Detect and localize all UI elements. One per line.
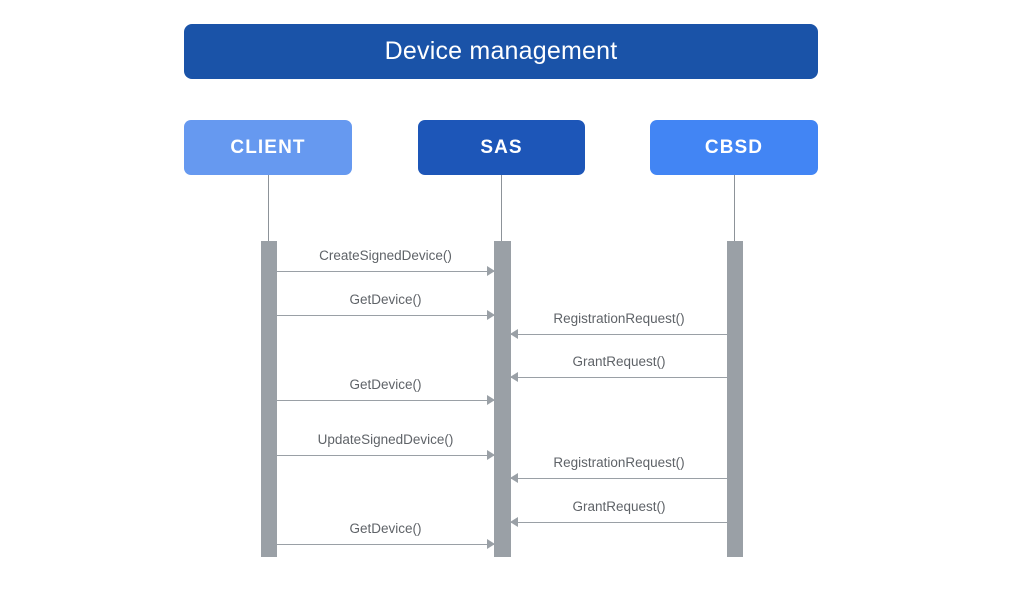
participant-box-sas[interactable]: SAS xyxy=(418,120,585,175)
participant-label: CBSD xyxy=(704,137,764,158)
arrow-head-icon xyxy=(510,473,518,483)
message-line xyxy=(511,522,727,523)
message-1: CreateSignedDevice() xyxy=(277,247,495,281)
page-title: Device management xyxy=(384,37,618,65)
lifeline-sas xyxy=(501,175,502,241)
lifeline-cbsd xyxy=(734,175,735,241)
participant-label: CLIENT xyxy=(230,137,306,158)
message-5: GetDevice() xyxy=(277,376,495,410)
message-line xyxy=(277,544,494,545)
message-line xyxy=(511,334,727,335)
arrow-head-icon xyxy=(487,310,495,320)
message-line xyxy=(277,455,494,456)
message-label: GrantRequest() xyxy=(572,354,666,369)
diagram-title-banner: Device management xyxy=(184,24,818,79)
message-9: GetDevice() xyxy=(277,520,495,554)
message-label: RegistrationRequest() xyxy=(553,311,685,326)
arrow-head-icon xyxy=(487,450,495,460)
message-line xyxy=(277,400,494,401)
activation-bar-cbsd xyxy=(727,241,743,557)
message-line xyxy=(277,271,494,272)
arrow-head-icon xyxy=(510,517,518,527)
message-line xyxy=(511,478,727,479)
arrow-head-icon xyxy=(510,372,518,382)
arrow-head-icon xyxy=(487,539,495,549)
activation-bar-sas xyxy=(494,241,511,557)
lifeline-client xyxy=(268,175,269,241)
arrow-head-icon xyxy=(510,329,518,339)
participant-label: SAS xyxy=(480,137,523,158)
arrow-head-icon xyxy=(487,395,495,405)
participant-box-cbsd[interactable]: CBSD xyxy=(650,120,818,175)
message-3: RegistrationRequest() xyxy=(510,310,727,344)
message-6: UpdateSignedDevice() xyxy=(277,431,495,465)
message-8: GrantRequest() xyxy=(510,498,727,532)
message-label: CreateSignedDevice() xyxy=(319,248,452,263)
participant-box-client[interactable]: CLIENT xyxy=(184,120,352,175)
message-line xyxy=(511,377,727,378)
message-label: GetDevice() xyxy=(349,521,422,536)
message-2: GetDevice() xyxy=(277,291,495,325)
message-4: GrantRequest() xyxy=(510,353,727,387)
message-label: GetDevice() xyxy=(349,377,422,392)
activation-bar-client xyxy=(261,241,277,557)
message-label: RegistrationRequest() xyxy=(553,455,685,470)
message-7: RegistrationRequest() xyxy=(510,454,727,488)
arrow-head-icon xyxy=(487,266,495,276)
message-label: UpdateSignedDevice() xyxy=(317,432,454,447)
message-line xyxy=(277,315,494,316)
message-label: GetDevice() xyxy=(349,292,422,307)
message-label: GrantRequest() xyxy=(572,499,666,514)
